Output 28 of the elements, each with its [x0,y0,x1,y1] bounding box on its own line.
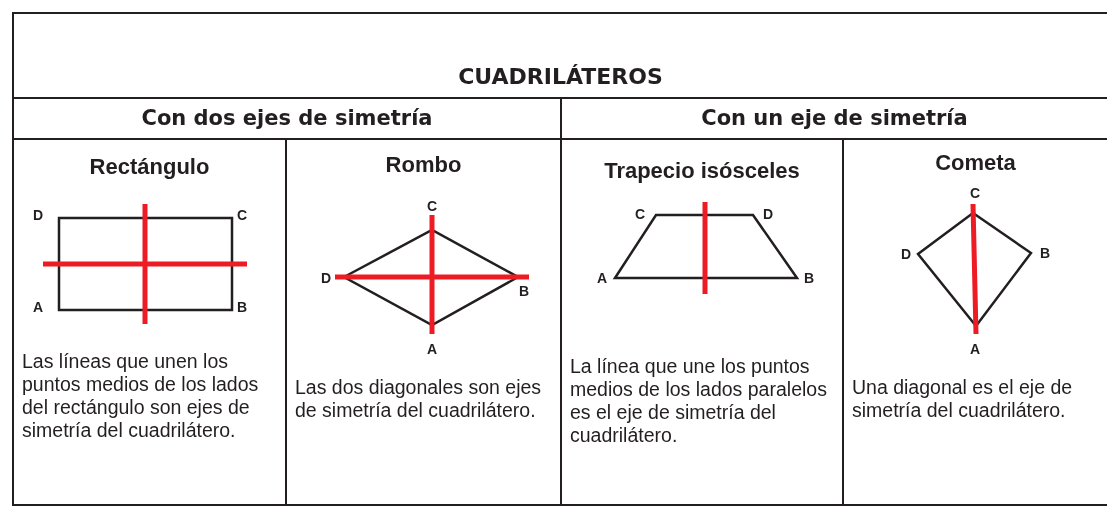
vertex-label: B [1039,246,1051,260]
vertex-label: A [426,342,438,356]
column-group-heading: Con un eje de simetría [700,106,969,130]
vertex-label: A [596,271,608,285]
vertex-label: D [320,271,332,285]
description-text: Las líneas que unen los puntos medios de los lados del rectángulo son ejes de simetría del cuadrilátero. [22,350,260,442]
vertex-label: D [32,208,44,222]
shape-name: Cometa [934,150,1017,176]
title: CUADRILÁTEROS [457,64,664,89]
vertex-label: D [762,207,774,221]
vertex-label: B [803,271,815,285]
description-text: Las dos diagonales son ejes de simetría del cuadrilátero. [295,376,543,422]
vertex-label: B [236,300,248,314]
vertex-label: B [518,284,530,298]
shape-name: Trapecio isósceles [603,158,801,184]
shape-name: Rectángulo [88,154,211,180]
table-cell [12,138,287,506]
vertex-label: A [32,300,44,314]
vertex-label: C [634,207,646,221]
vertex-label: C [236,208,248,222]
description-text: La línea que une los puntos medios de los lados paralelos es el eje de simetría del cuadrilátero. [570,355,828,447]
vertex-label: C [969,186,981,200]
column-group-heading: Con dos ejes de simetría [140,106,434,130]
description-text: Una diagonal es el eje de simetría del cuadrilátero. [852,376,1074,422]
shape-name: Rombo [384,152,463,178]
vertex-label: D [900,247,912,261]
vertex-label: C [426,199,438,213]
vertex-label: A [969,342,981,356]
